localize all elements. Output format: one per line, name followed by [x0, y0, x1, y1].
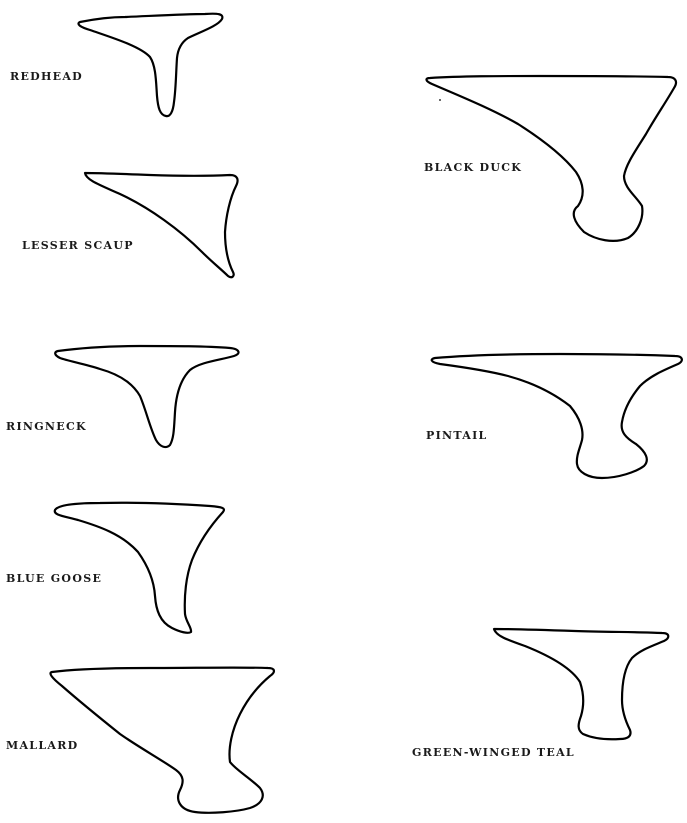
green-winged-teal-outline [494, 629, 668, 739]
black-duck-outline [426, 76, 676, 241]
redhead-label: REDHEAD [10, 71, 83, 82]
ringneck-label: RINGNECK [6, 421, 87, 432]
print-speck [439, 99, 441, 101]
mallard-label: MALLARD [6, 740, 79, 751]
blue-goose-outline [55, 503, 224, 633]
mallard-outline [50, 668, 273, 813]
blue-goose-label: BLUE GOOSE [6, 573, 102, 584]
pintail-label: PINTAIL [426, 430, 488, 441]
pintail-outline [432, 354, 682, 478]
black-duck-label: BLACK DUCK [424, 162, 522, 173]
lesser-scaup-outline [85, 173, 238, 277]
green-winged-teal-label: GREEN-WINGED TEAL [412, 747, 575, 758]
redhead-outline [78, 14, 222, 116]
lesser-scaup-label: LESSER SCAUP [22, 240, 134, 251]
